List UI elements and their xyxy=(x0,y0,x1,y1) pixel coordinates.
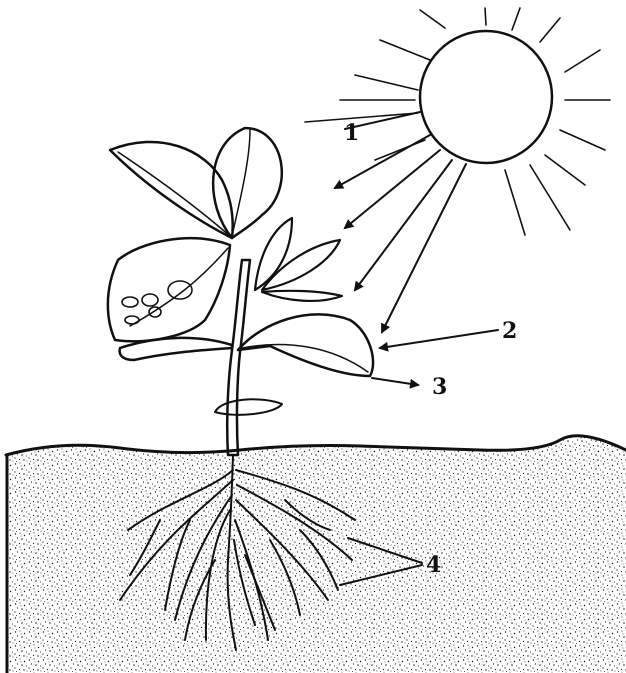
light-ray-arrow xyxy=(345,150,440,228)
leaf-right-upper xyxy=(255,218,292,290)
leader-2 xyxy=(380,330,498,348)
leaf-spot xyxy=(142,294,158,306)
sun-disc xyxy=(420,31,552,163)
leaf-right-mid xyxy=(262,240,340,290)
cotyledon xyxy=(215,399,282,414)
label-2: 2 xyxy=(502,318,517,344)
label-1: 1 xyxy=(344,120,359,146)
leaf-right-low xyxy=(262,291,342,301)
light-ray-arrows xyxy=(335,135,466,332)
leader-3 xyxy=(372,378,418,385)
leaf-spot xyxy=(168,281,192,299)
sun xyxy=(305,8,610,332)
label-4: 4 xyxy=(426,552,441,578)
stem xyxy=(227,260,250,455)
leaf-spot xyxy=(125,316,139,324)
light-ray-arrow xyxy=(382,164,466,332)
leaf-spotted xyxy=(108,238,230,341)
soil xyxy=(6,436,626,673)
label-3: 3 xyxy=(432,374,447,400)
leaf-spot xyxy=(149,307,161,317)
leaf-spot xyxy=(122,297,138,307)
